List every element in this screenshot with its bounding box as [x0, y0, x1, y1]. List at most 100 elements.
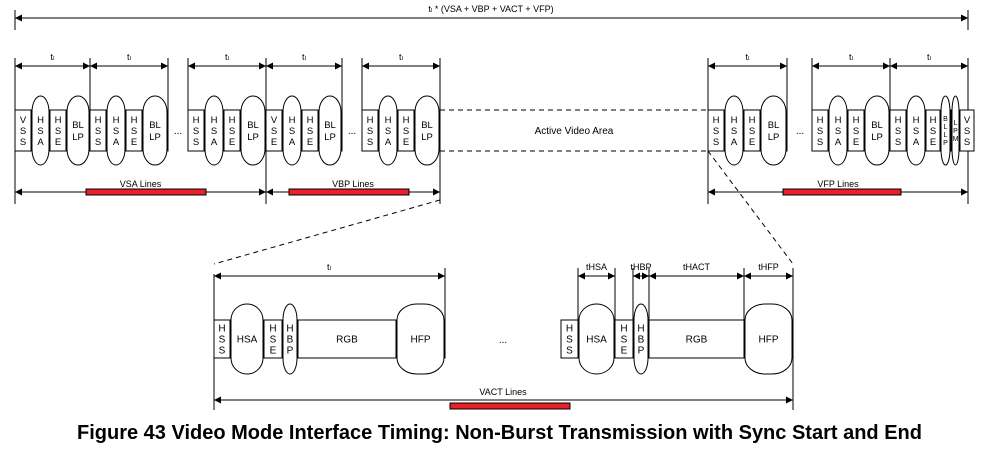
- packet-pill: [142, 95, 168, 166]
- packet-letter: H: [713, 115, 720, 126]
- packet-letter: S: [307, 126, 313, 137]
- packet-letter: P: [943, 140, 948, 147]
- packet-letter: H: [37, 115, 44, 126]
- packet-letter: A: [37, 137, 44, 148]
- packet-letter: S: [895, 126, 901, 137]
- packet-letter: H: [749, 115, 756, 126]
- packet-pill: [240, 95, 266, 166]
- packet-letter: S: [193, 126, 199, 137]
- packet-hss: HSS: [713, 115, 720, 148]
- packet-letter: BL: [768, 120, 780, 131]
- packet-letter: BL: [421, 120, 433, 131]
- packet-letter: S: [20, 137, 26, 148]
- packet-letter: S: [367, 126, 373, 137]
- packet-letter: S: [835, 126, 841, 137]
- figure-caption: Figure 43 Video Mode Interface Timing: N…: [77, 422, 922, 444]
- packet-letter: HFP: [411, 335, 431, 346]
- packet-letter: H: [853, 115, 860, 126]
- zoom-line-right: [707, 150, 794, 265]
- packet-hfp: HFP: [744, 303, 793, 375]
- tl-arrow-6-label: tₗ: [746, 52, 751, 62]
- tl-arrow-1-label: tₗ: [51, 52, 56, 62]
- packet-hsa: HSA: [378, 95, 398, 166]
- packet-letter: BL: [871, 120, 883, 131]
- ellipsis-3: ...: [796, 126, 804, 137]
- packet-letter: H: [113, 115, 120, 126]
- packet-letter: A: [289, 137, 296, 148]
- packet-letter: S: [713, 137, 719, 148]
- vact-lines-label: VACT Lines: [479, 387, 527, 397]
- packet-hsa: HSA: [31, 95, 50, 166]
- packet-letter: E: [307, 137, 313, 148]
- packet-letter: S: [219, 335, 226, 346]
- packet-hse: HSE: [749, 115, 756, 148]
- packet-letter: S: [95, 137, 101, 148]
- packet-hsa: HSA: [204, 95, 224, 166]
- packet-letter: H: [835, 115, 842, 126]
- packet-pill: [951, 95, 960, 166]
- active-video-area-label: Active Video Area: [535, 126, 614, 137]
- packet-vss: VSS: [20, 115, 27, 148]
- packet-letter: M: [953, 136, 959, 143]
- vbp-lines-arrow-bar: [288, 188, 410, 196]
- packet-vss: VSS: [964, 115, 971, 148]
- packet-letter: S: [20, 126, 26, 137]
- packet-hbp: HBP: [633, 303, 649, 375]
- packet-rgb: RGB: [686, 335, 708, 346]
- packet-letter: S: [913, 126, 919, 137]
- t-hact-arrow-label: tHACT: [683, 262, 711, 272]
- vbp-lines-arrow-label: VBP Lines: [332, 179, 374, 189]
- packet-hss: HSS: [193, 115, 200, 148]
- t-hfp-arrow-label: tHFP: [758, 262, 779, 272]
- packet-letter: H: [269, 324, 276, 335]
- packet-letter: LP: [768, 132, 780, 143]
- packet-letter: H: [817, 115, 824, 126]
- packet-letter: E: [131, 137, 137, 148]
- packet-letter: A: [835, 137, 842, 148]
- packet-hss: HSS: [895, 115, 902, 148]
- packet-letter: BL: [149, 120, 161, 131]
- packet-hse: HSE: [229, 115, 236, 148]
- packet-letter: H: [95, 115, 102, 126]
- packet-letter: H: [218, 324, 225, 335]
- tl-arrow-8-label: tₗ: [927, 52, 932, 62]
- packet-letter: S: [271, 126, 277, 137]
- packet-letter: BL: [324, 120, 336, 131]
- packet-letter: H: [286, 324, 293, 335]
- packet-letter: L: [944, 124, 948, 131]
- packet-pill: [204, 95, 224, 166]
- packet-hse: HSE: [403, 115, 410, 148]
- packet-letter: S: [55, 126, 61, 137]
- packet-letter: E: [621, 346, 628, 357]
- packet-letter: V: [20, 115, 27, 126]
- packet-pill: [864, 95, 890, 166]
- packet-letter: S: [367, 137, 373, 148]
- video-mode-timing-diagram: VSSHSAHSEBLLPHSSHSAHSEBLLPHSSHSAHSEBLLPV…: [14, 4, 975, 410]
- packet-letter: E: [55, 137, 61, 148]
- packet-pill: [760, 95, 787, 166]
- packet-hse: HSE: [131, 115, 138, 148]
- packet-pill: [378, 95, 398, 166]
- packet-hse: HSE: [55, 115, 62, 148]
- packet-letter: E: [270, 346, 277, 357]
- packet-letter: S: [749, 126, 755, 137]
- packet-hss: HSS: [817, 115, 824, 148]
- tl-arrow-5-label: tₗ: [399, 52, 404, 62]
- packet-pill: [828, 95, 848, 166]
- packet-hfp: HFP: [396, 303, 445, 375]
- packet-letter: B: [638, 335, 645, 346]
- packet-hsa: HSA: [906, 95, 926, 166]
- packet-pill: [318, 95, 342, 166]
- zoom-line-left: [213, 199, 441, 265]
- vsa-lines-arrow-label: VSA Lines: [120, 179, 162, 189]
- packet-letter: H: [367, 115, 374, 126]
- packet-hsa: HSA: [724, 95, 744, 166]
- packet-letter: HSA: [586, 335, 607, 346]
- packet-letter: H: [193, 115, 200, 126]
- packet-letter: H: [731, 115, 738, 126]
- packet-hsa-word: HSA: [578, 303, 615, 375]
- vsa-lines-arrow-bar: [85, 188, 207, 196]
- packet-letter: RGB: [686, 335, 708, 346]
